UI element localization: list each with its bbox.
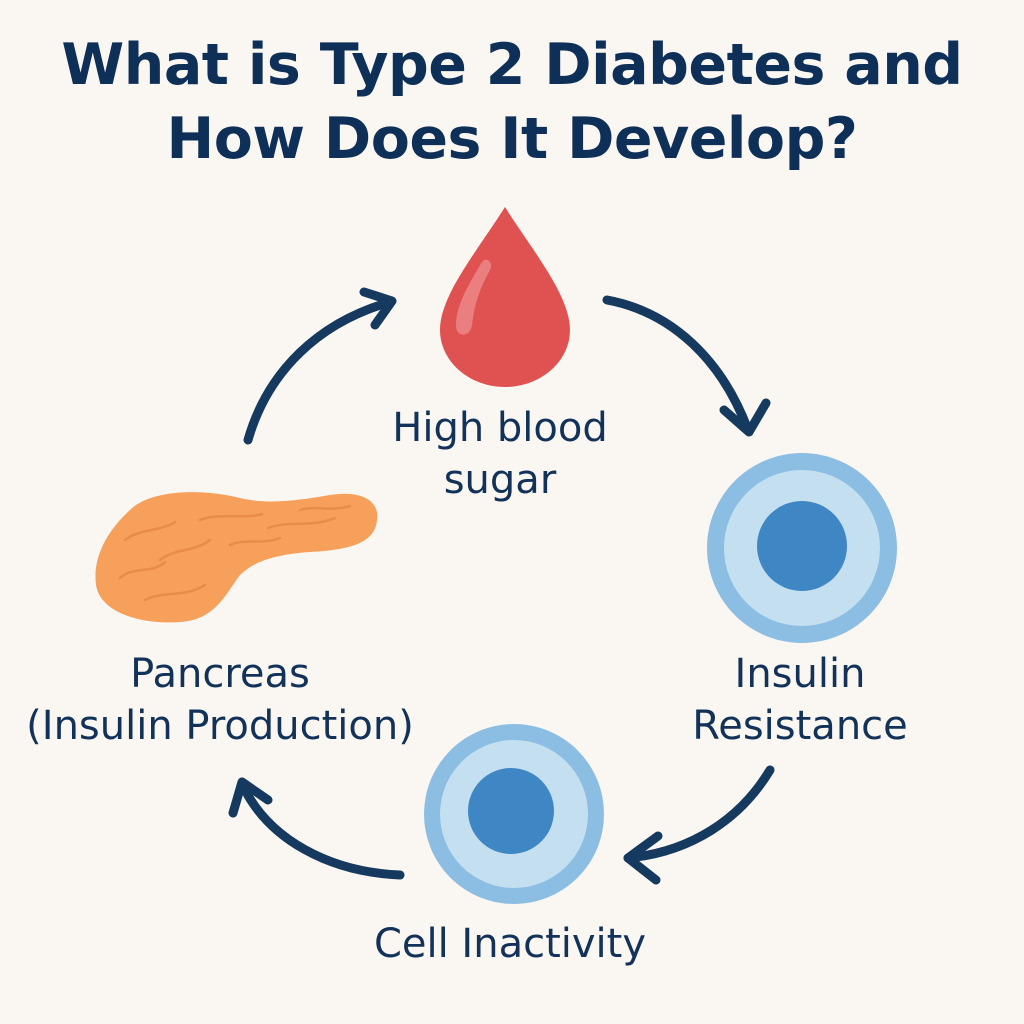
label-pancreas: Pancreas (Insulin Production) <box>10 648 430 752</box>
pancreas-icon <box>95 492 378 623</box>
label-insulin-resistance-line-2: Resistance <box>692 703 908 749</box>
arrow-blood-to-insulin <box>602 295 771 437</box>
arrow-cell-to-pancreas <box>228 777 405 880</box>
label-insulin-resistance-line-1: Insulin <box>734 651 866 697</box>
label-pancreas-line-2: (Insulin Production) <box>26 703 414 749</box>
label-cell-inactivity: Cell Inactivity <box>330 918 690 970</box>
label-pancreas-line-1: Pancreas <box>130 651 310 697</box>
blood-drop-icon <box>440 207 570 387</box>
cell-inactivity-cell-icon <box>424 724 604 904</box>
label-high-blood-sugar: High blood sugar <box>330 402 670 506</box>
label-cell-inactivity-line-1: Cell Inactivity <box>373 921 647 967</box>
page-title: What is Type 2 Diabetes and How Does It … <box>0 28 1024 176</box>
insulin-resistance-cell-icon <box>707 453 897 643</box>
label-insulin-resistance: Insulin Resistance <box>650 648 950 752</box>
label-high-blood-sugar-line-2: sugar <box>443 457 557 503</box>
arrow-pancreas-to-blood <box>243 287 397 445</box>
title-line-2: How Does It Develop? <box>166 106 858 172</box>
label-high-blood-sugar-line-1: High blood <box>392 405 608 451</box>
title-line-1: What is Type 2 Diabetes and <box>61 32 963 98</box>
arrow-insulin-to-cell <box>623 765 775 885</box>
